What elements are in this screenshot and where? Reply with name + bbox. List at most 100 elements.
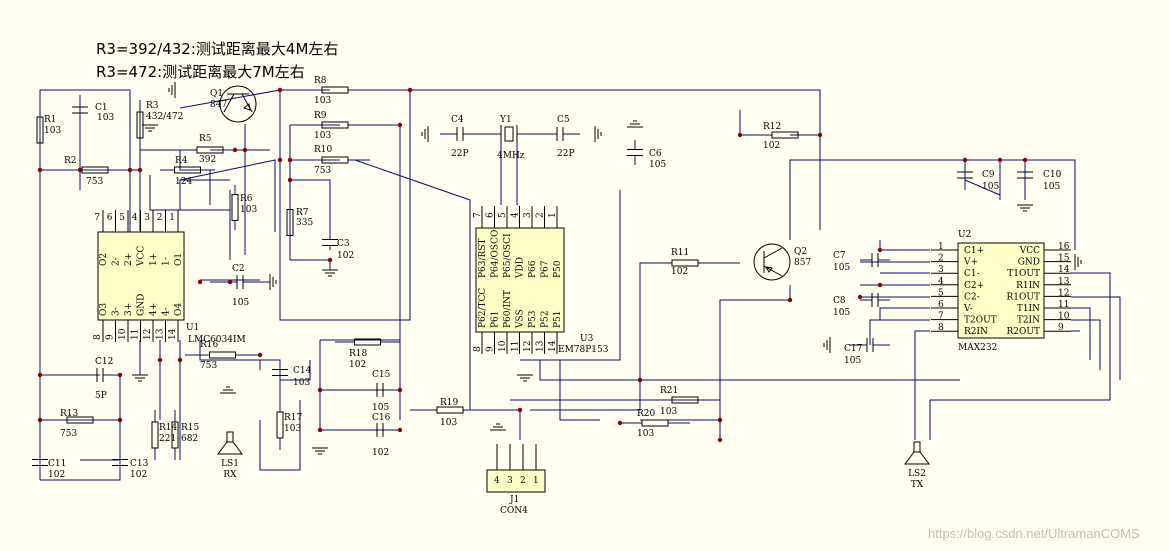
chip-u3-pin-label: P64/OSCO (491, 230, 501, 278)
capacitor-value-c13: 102 (130, 470, 147, 480)
junction-dot (717, 417, 723, 423)
chip-u1-pin-label: 1+ (149, 253, 159, 266)
capacitor-ref-c10: C10 (1043, 170, 1062, 180)
junction-dot (517, 407, 523, 413)
resistor-value-r1: 103 (44, 126, 61, 136)
chip-u1-pin-num: 14 (168, 328, 178, 340)
junction-dot (37, 372, 43, 378)
chip-u3-pin-label: P63/RST (478, 239, 488, 279)
resistor-ref-r17: R17 (284, 413, 303, 423)
capacitor-value-c9: 105 (982, 182, 999, 192)
junction-dot (232, 147, 238, 153)
wire (469, 360, 490, 411)
chip-u2-pin-label: T1OUT (1007, 269, 1040, 279)
resistor-value-r9: 103 (314, 131, 331, 141)
resistor-value-r2: 753 (86, 177, 103, 187)
chip-u3-pin-num: 12 (523, 341, 533, 352)
resistor-ref-r8: R8 (314, 76, 327, 86)
chip-u3-pin-label: P65/OSCI (503, 233, 513, 278)
junction-dot (157, 357, 163, 363)
resistor-ref-r12: R12 (763, 122, 781, 132)
chip-u2-ref: U2 (958, 230, 971, 240)
chip-u3-pin-num: 4 (511, 212, 521, 218)
junction-dot (407, 87, 413, 93)
chip-u2-pin-label: T2IN (1017, 316, 1040, 326)
junction-dot (137, 167, 143, 173)
junction-dot (997, 157, 1003, 163)
resistor-value-r16: 753 (200, 361, 217, 371)
chip-u2-pin-num: 3 (938, 265, 944, 275)
chip-u1-ref: U1 (186, 323, 199, 333)
resistor-r19 (436, 406, 464, 414)
chip-u2-pin-num: 2 (938, 254, 944, 264)
chip-u1-pin-num: 11 (131, 329, 141, 340)
resistor-value-r8: 103 (314, 96, 331, 106)
capacitor-value-c10: 105 (1043, 182, 1060, 192)
resistor-r11 (671, 259, 699, 267)
wire (199, 340, 261, 370)
capacitor-value-c16: 102 (372, 448, 389, 458)
chip-u1-pin-label: VCC (137, 246, 147, 267)
resistor-value-r21: 103 (660, 407, 677, 417)
wire (410, 89, 821, 230)
chip-u1-pin-label: 4+ (149, 303, 159, 316)
speaker-ref-ls2: LS2 (908, 469, 926, 479)
transistor-q2 (753, 243, 791, 281)
resistor-r8 (321, 86, 349, 94)
resistor-ref-r1: R1 (44, 115, 57, 125)
chip-u2-name: MAX232 (958, 343, 997, 353)
chip-u1 (97, 231, 185, 321)
resistor-value-r4: 124 (175, 177, 192, 187)
junction-dot (397, 387, 403, 393)
chip-u3-pin-label: VSS (516, 309, 526, 329)
junction-dot (287, 157, 293, 163)
transistor-ref-q2: Q2 (794, 247, 807, 257)
wire (869, 319, 930, 345)
wire (40, 375, 121, 481)
junction-dot (787, 297, 793, 303)
connector-pin-num: 2 (520, 476, 526, 486)
chip-u3-pin-label: P62/TCC (478, 288, 488, 328)
chip-u2-pin-num: 1 (938, 242, 944, 252)
speaker-ls1 (226, 431, 234, 443)
resistor-ref-r5: R5 (199, 134, 212, 144)
wire (559, 360, 600, 421)
chip-u1-pin-num: 8 (93, 334, 103, 340)
junction-dot (117, 372, 123, 378)
chip-u3-pin-label: P52 (541, 310, 551, 328)
capacitor-value-c3: 102 (337, 251, 354, 261)
resistor-r7 (286, 209, 294, 236)
note-line-1: R3=392/432:测试距离最大4M左右 (96, 40, 339, 58)
chip-u2-pin-label: T1IN (1017, 304, 1040, 314)
wire (259, 400, 301, 471)
resistor-r17 (276, 411, 284, 439)
wire (354, 159, 471, 360)
resistor-ref-r13: R13 (60, 409, 79, 419)
resistor-value-r20: 103 (637, 429, 654, 439)
resistor-value-r18: 102 (349, 360, 366, 370)
wire (520, 190, 621, 361)
transistor-value-q1: 847 (210, 100, 227, 110)
chip-u3-pin-label: P61 (491, 310, 501, 328)
capacitor-ref-c8: C8 (833, 296, 846, 306)
capacitor-ref-c16: C16 (372, 413, 391, 423)
resistor-ref-r9: R9 (314, 111, 327, 121)
wire (279, 88, 411, 321)
transistor-lead (763, 247, 783, 259)
capacitor-ref-c11: C11 (48, 459, 66, 469)
chip-u2-pin-label: C1+ (964, 246, 984, 256)
resistor-ref-r4: R4 (175, 156, 188, 166)
chip-u1-pin-label: O4 (174, 303, 184, 316)
resistor-ref-r15: R15 (181, 423, 200, 433)
crystal-ref: Y1 (499, 115, 512, 125)
chip-u3-pin-label: P50 (553, 260, 563, 278)
chip-u3-pin-num: 8 (473, 346, 483, 352)
chip-u3-pin-num: 9 (486, 346, 496, 352)
resistor-r21 (671, 396, 699, 404)
chip-u2-pin-label: C2- (964, 292, 980, 302)
resistor-ref-r7: R7 (296, 208, 309, 218)
resistor-value-r10: 753 (314, 166, 331, 176)
chip-u3-pin-num: 7 (473, 212, 483, 218)
junction-dot (317, 387, 323, 393)
junction-dot (817, 132, 823, 138)
